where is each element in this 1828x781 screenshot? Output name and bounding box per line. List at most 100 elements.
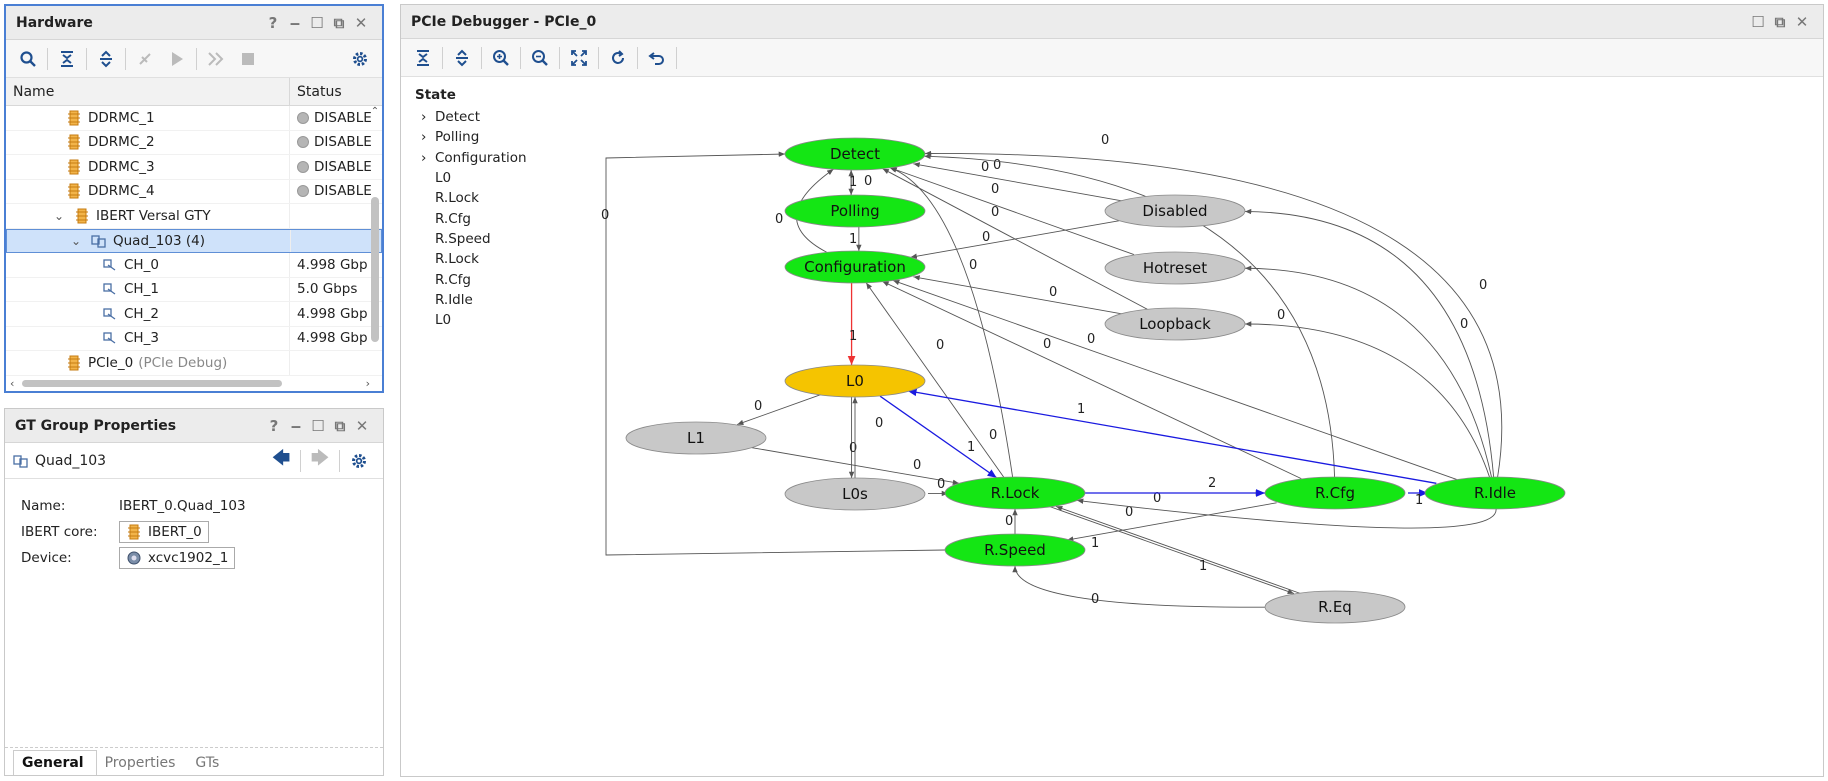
ibert-core-link[interactable]: IBERT_0 bbox=[119, 521, 209, 543]
close-icon[interactable]: ✕ bbox=[1795, 12, 1809, 31]
tree-row[interactable]: PCIe_0(PCIe Debug) bbox=[6, 351, 382, 376]
state-node-rspeed[interactable]: R.Speed bbox=[944, 533, 1086, 567]
transition-count-label: 1 bbox=[1091, 536, 1099, 551]
state-node-ridle[interactable]: R.Idle bbox=[1424, 476, 1566, 510]
state-node-req[interactable]: R.Eq bbox=[1264, 590, 1406, 624]
state-item[interactable]: L0 bbox=[415, 168, 527, 188]
refresh-icon[interactable] bbox=[602, 43, 634, 73]
state-item[interactable]: R.Lock bbox=[415, 188, 527, 208]
run-icon[interactable] bbox=[161, 44, 193, 74]
zoom-out-icon[interactable] bbox=[524, 43, 556, 73]
state-item-label: Configuration bbox=[435, 149, 527, 166]
state-node-shape[interactable] bbox=[1264, 590, 1406, 624]
maximize-icon[interactable]: ☐ bbox=[1751, 12, 1765, 31]
expand-all-icon[interactable] bbox=[90, 44, 122, 74]
minimize-icon[interactable]: ‒ bbox=[289, 13, 301, 32]
column-header-name[interactable]: Name bbox=[13, 83, 55, 100]
state-node-shape[interactable] bbox=[784, 250, 926, 284]
state-node-shape[interactable] bbox=[784, 477, 926, 511]
search-icon[interactable] bbox=[12, 44, 44, 74]
state-item[interactable]: ›Polling bbox=[415, 127, 527, 147]
state-node-shape[interactable] bbox=[1104, 194, 1246, 228]
state-item[interactable]: R.Cfg bbox=[415, 269, 527, 289]
help-icon[interactable]: ? bbox=[268, 13, 278, 32]
stop-icon[interactable] bbox=[232, 44, 264, 74]
tab-general[interactable]: General bbox=[13, 750, 97, 775]
vertical-scrollbar[interactable]: ⌃ bbox=[370, 106, 380, 366]
expand-chevron-icon[interactable]: › bbox=[421, 109, 427, 126]
close-icon[interactable]: ✕ bbox=[354, 13, 368, 32]
state-node-shape[interactable] bbox=[944, 533, 1086, 567]
horizontal-scrollbar[interactable]: ‹ › bbox=[10, 376, 370, 390]
forward-arrow-icon[interactable]: 🡆 bbox=[310, 447, 330, 469]
float-icon[interactable]: ⧉ bbox=[1774, 12, 1786, 31]
state-item[interactable]: R.Lock bbox=[415, 249, 527, 269]
state-node-shape[interactable] bbox=[625, 421, 767, 455]
transition-count-label: 0 bbox=[1091, 592, 1099, 607]
state-node-rcfg[interactable]: R.Cfg bbox=[1264, 476, 1406, 510]
float-icon[interactable]: ⧉ bbox=[334, 416, 346, 435]
hardware-table-header: Name Status bbox=[6, 78, 382, 106]
settings-gear-icon[interactable] bbox=[343, 446, 375, 476]
expand-chevron-icon[interactable]: ⌄ bbox=[54, 208, 65, 223]
transition-count-label: 0 bbox=[875, 416, 883, 431]
float-icon[interactable]: ⧉ bbox=[333, 13, 345, 32]
expand-chevron-icon[interactable]: › bbox=[421, 129, 427, 146]
state-node-l1[interactable]: L1 bbox=[625, 421, 767, 455]
device-link[interactable]: xcvc1902_1 bbox=[119, 547, 236, 569]
state-node-shape[interactable] bbox=[1424, 476, 1566, 510]
state-item[interactable]: R.Idle bbox=[415, 290, 527, 310]
run-all-icon[interactable] bbox=[200, 44, 232, 74]
zoom-in-icon[interactable] bbox=[485, 43, 517, 73]
tab-gts[interactable]: GTs bbox=[195, 755, 220, 771]
state-item[interactable]: ›Detect bbox=[415, 107, 527, 127]
state-node-detect[interactable]: Detect bbox=[784, 137, 926, 171]
zoom-fit-icon[interactable] bbox=[563, 43, 595, 73]
help-icon[interactable]: ? bbox=[269, 416, 279, 435]
state-node-loopback[interactable]: Loopback bbox=[1104, 307, 1246, 341]
state-node-configuration[interactable]: Configuration bbox=[784, 250, 926, 284]
state-node-hotreset[interactable]: Hotreset bbox=[1104, 251, 1246, 285]
state-node-shape[interactable] bbox=[784, 364, 926, 398]
state-item[interactable]: › Configuration bbox=[415, 148, 527, 168]
expand-chevron-icon[interactable]: ⌄ bbox=[71, 233, 82, 248]
collapse-all-icon[interactable] bbox=[407, 43, 439, 73]
settings-gear-icon[interactable] bbox=[344, 44, 376, 74]
tree-row[interactable]: ⌄IBERT Versal GTY bbox=[6, 204, 382, 229]
state-item[interactable]: L0 bbox=[415, 310, 527, 330]
state-node-polling[interactable]: Polling bbox=[784, 194, 926, 228]
state-node-disabled[interactable]: Disabled bbox=[1104, 194, 1246, 228]
tree-row[interactable]: ⌄Quad_103 (4) bbox=[6, 228, 382, 253]
maximize-icon[interactable]: ☐ bbox=[310, 13, 324, 32]
minimize-icon[interactable]: ‒ bbox=[290, 416, 302, 435]
back-arrow-icon[interactable]: 🡄 bbox=[271, 447, 291, 469]
state-node-shape[interactable] bbox=[1104, 251, 1246, 285]
close-icon[interactable]: ✕ bbox=[355, 416, 369, 435]
state-item[interactable]: R.Speed bbox=[415, 229, 527, 249]
connect-icon[interactable] bbox=[129, 44, 161, 74]
state-node-l0[interactable]: L0 bbox=[784, 364, 926, 398]
state-node-l0s[interactable]: L0s bbox=[784, 477, 926, 511]
collapse-all-icon[interactable] bbox=[51, 44, 83, 74]
state-node-shape[interactable] bbox=[1264, 476, 1406, 510]
state-node-shape[interactable] bbox=[784, 194, 926, 228]
tab-properties[interactable]: Properties bbox=[104, 755, 176, 771]
column-header-status[interactable]: Status bbox=[289, 78, 382, 105]
state-node-shape[interactable] bbox=[944, 476, 1086, 510]
expand-chevron-icon[interactable]: › bbox=[421, 149, 427, 166]
undo-icon[interactable] bbox=[641, 43, 673, 73]
state-node-shape[interactable] bbox=[784, 137, 926, 171]
state-node-shape[interactable] bbox=[1104, 307, 1246, 341]
maximize-icon[interactable]: ☐ bbox=[311, 416, 325, 435]
state-item[interactable]: R.Cfg bbox=[415, 208, 527, 228]
state-node-rlock[interactable]: R.Lock bbox=[944, 476, 1086, 510]
expand-all-icon[interactable] bbox=[446, 43, 478, 73]
